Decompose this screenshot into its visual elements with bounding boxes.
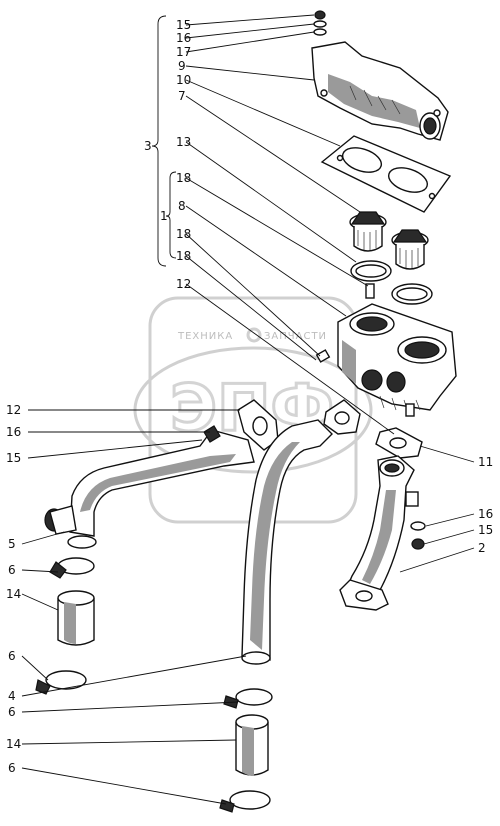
- callout-12-top: 12: [176, 277, 191, 291]
- gasket-part-10: [320, 135, 452, 213]
- callout-15-top: 15: [176, 18, 191, 32]
- watermark-right-text: ЗАПЧАСТИ: [264, 331, 327, 342]
- callout-11: 11: [478, 455, 493, 469]
- callout-17: 17: [176, 45, 191, 59]
- watermark-gear-icon: [246, 327, 262, 343]
- callout-6-d: 6: [8, 761, 16, 775]
- callout-5: 5: [8, 537, 16, 551]
- hose-part-14-a: [57, 590, 95, 646]
- callout-16-top: 16: [176, 31, 191, 45]
- elbow-pipe-part-5: [44, 425, 255, 549]
- flange-gasket-part-11: [375, 427, 423, 459]
- top-nut-washers: [313, 10, 327, 36]
- callout-16-left: 16: [6, 425, 21, 439]
- callout-2: 2: [478, 541, 486, 555]
- callout-6-a: 6: [8, 563, 16, 577]
- callout-7: 7: [178, 89, 186, 103]
- group-brace-1: [165, 171, 177, 259]
- callout-6-b: 6: [8, 649, 16, 663]
- flange-gasket-part-12-mid: [323, 399, 361, 435]
- callout-12-left: 12: [6, 403, 21, 417]
- callout-16-right: 16: [478, 507, 493, 521]
- callout-4: 4: [8, 689, 16, 703]
- right-nut-washer: [410, 521, 426, 550]
- callout-labels: 15 16 17 9 10 7 3 13 18 8 1 18 18 12 12 …: [6, 18, 493, 775]
- pins-part-18: [315, 283, 375, 363]
- callout-14-b: 14: [6, 737, 21, 751]
- callout-10: 10: [176, 73, 191, 87]
- long-pipe-part-4: [241, 419, 333, 665]
- callout-3: 3: [144, 139, 152, 153]
- callout-1: 1: [160, 209, 168, 223]
- flange-gasket-part-12-left: [237, 399, 279, 451]
- callout-18-b: 18: [176, 227, 191, 241]
- thermostat-cover-part-9: [311, 41, 449, 141]
- thermostats-part-7: [349, 211, 429, 270]
- callout-6-c: 6: [8, 705, 16, 719]
- callout-15-right: 15: [478, 523, 493, 537]
- callout-13: 13: [176, 135, 191, 149]
- pipe-part-2: [339, 455, 419, 611]
- hose-clamp-part-6-c: [223, 688, 273, 709]
- callout-18-a: 18: [176, 171, 191, 185]
- leader-lines: [21, 14, 475, 805]
- hose-clamp-part-6-a: [49, 557, 95, 579]
- group-brace-3: [151, 15, 167, 267]
- callout-8: 8: [178, 199, 186, 213]
- hose-clamp-part-6-d: [219, 790, 271, 813]
- callout-18-c: 18: [176, 249, 191, 263]
- hose-clamp-part-6-b: [35, 670, 87, 695]
- seal-rings-part-13: [350, 260, 433, 305]
- watermark-left-text: ТЕХНИКА: [177, 331, 233, 342]
- callout-9: 9: [178, 59, 186, 73]
- callout-15-left: 15: [6, 451, 21, 465]
- thermostat-body-part-8: [337, 303, 457, 417]
- callout-14-a: 14: [6, 587, 21, 601]
- hose-part-14-b: [235, 714, 269, 776]
